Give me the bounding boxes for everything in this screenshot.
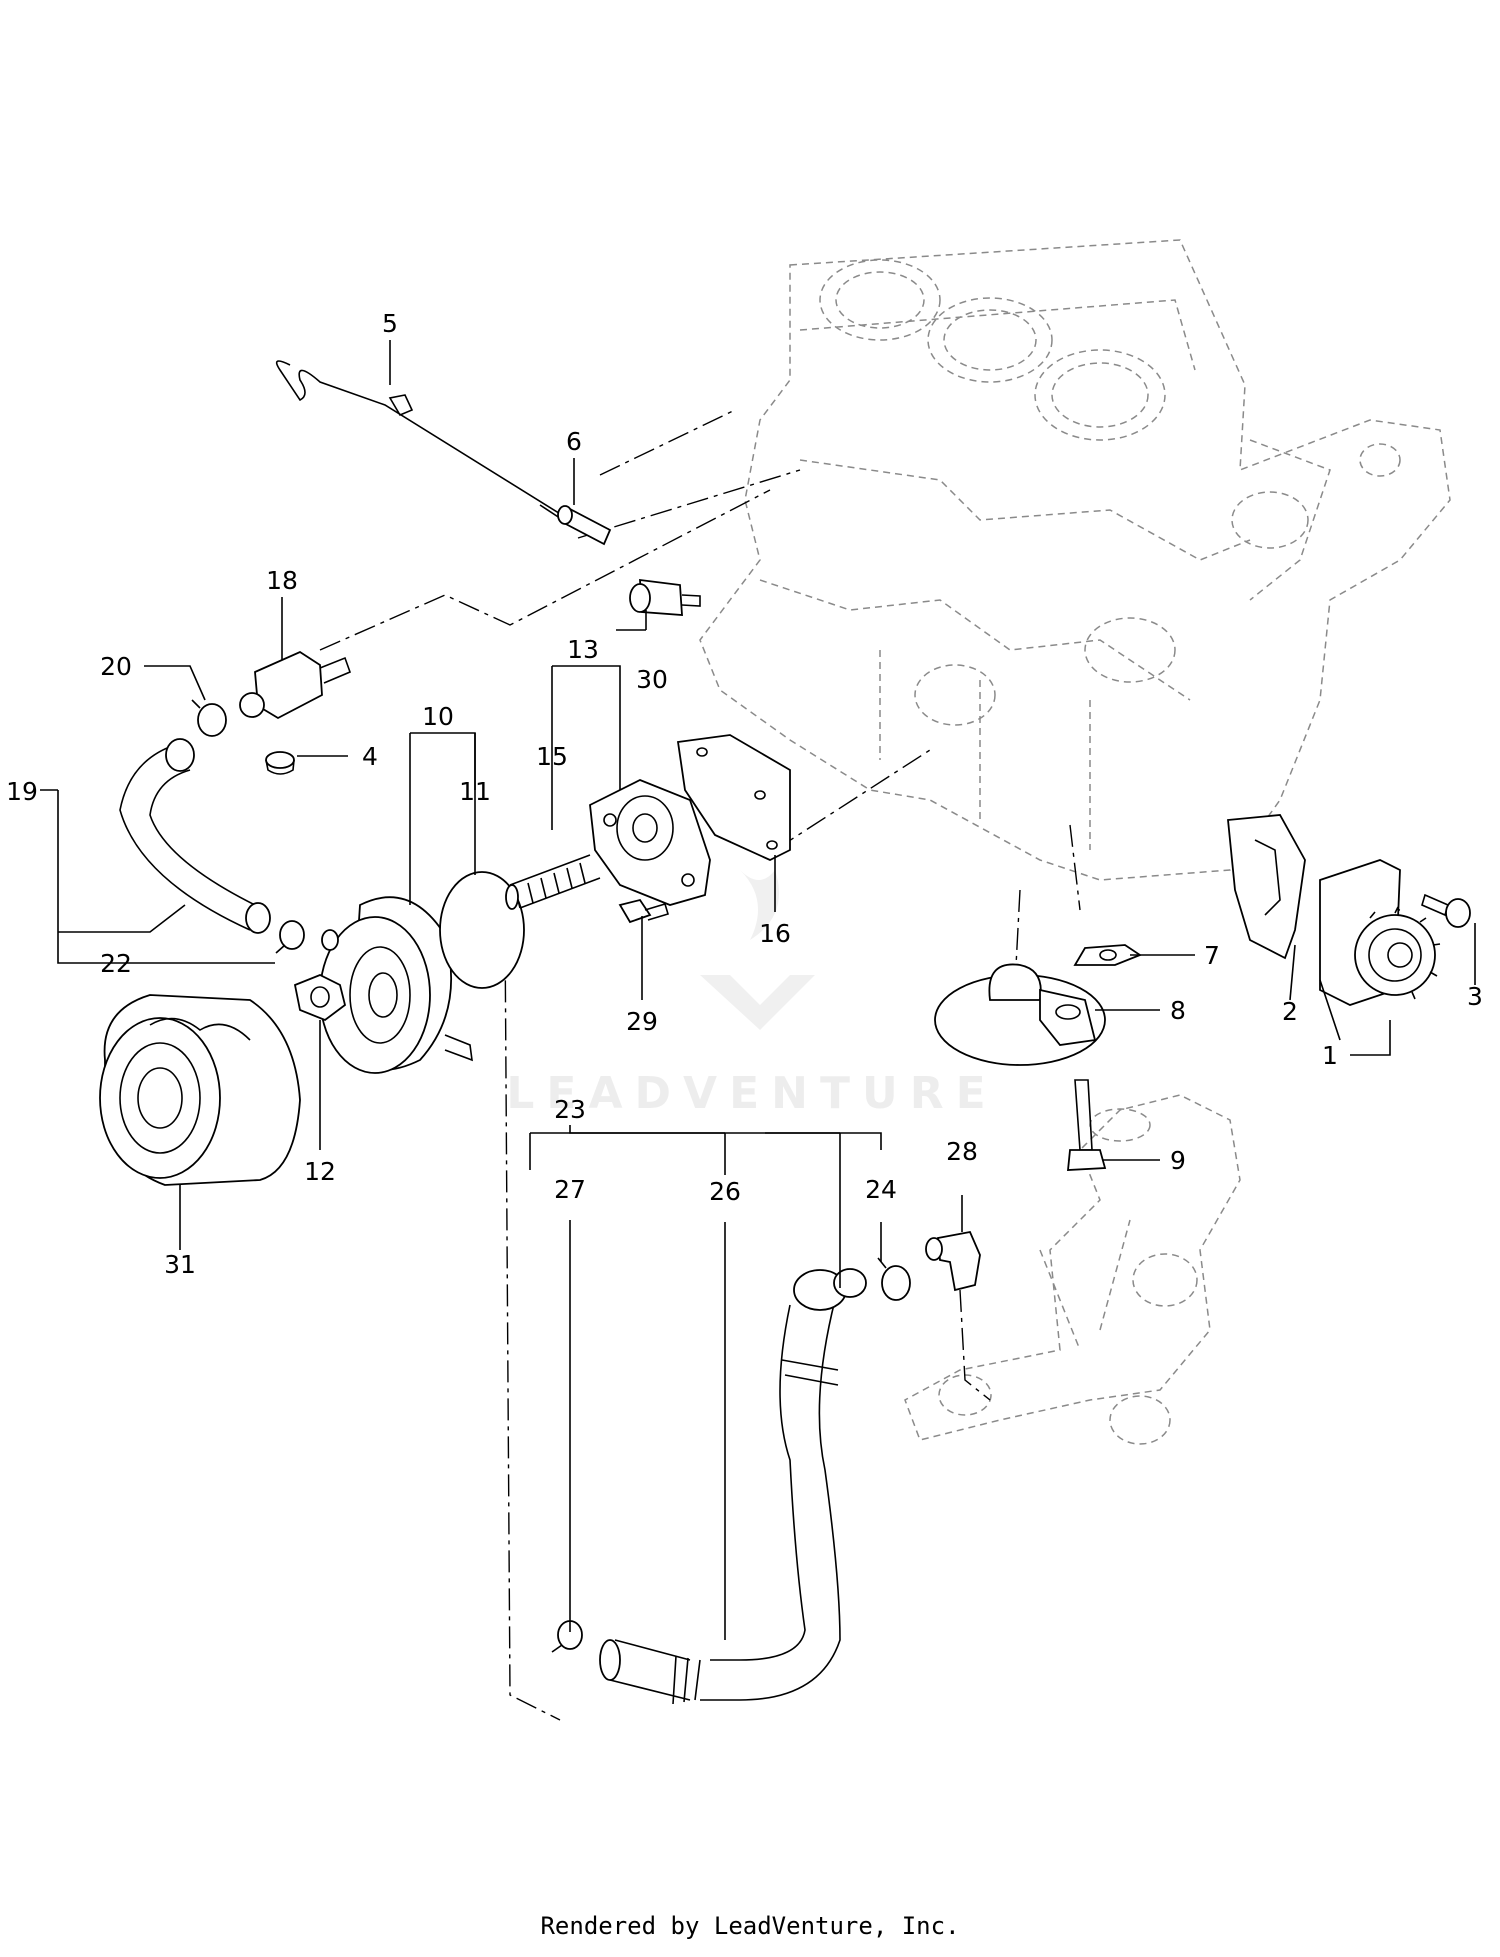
callout-27: 27: [554, 1175, 586, 1204]
callout-26: 26: [709, 1177, 741, 1206]
leadventure-watermark: LEADVENTURE: [506, 870, 997, 1119]
callout-12: 12: [304, 1157, 336, 1186]
nut-part-12: [293, 974, 347, 1022]
callout-1: 1: [1322, 1041, 1338, 1070]
bolt-part-29: [618, 898, 669, 924]
oil-pump-part-1: [1319, 859, 1441, 1006]
engine-block-ghost: [699, 239, 1451, 881]
callout-5: 5: [382, 309, 398, 338]
callout-22: 22: [100, 949, 132, 978]
relief-spring-part-15: [505, 854, 601, 910]
callout-4: 4: [362, 742, 378, 771]
callout-10: 10: [422, 702, 454, 731]
callout-30: 30: [636, 665, 668, 694]
callout-28: 28: [946, 1137, 978, 1166]
callout-29: 29: [626, 1007, 658, 1036]
oil-strainer-part-8: [934, 963, 1106, 1066]
callout-19: 19: [6, 777, 38, 806]
plug-part-4: [265, 751, 295, 775]
callout-2: 2: [1282, 997, 1298, 1026]
bolt-part-9: [1066, 1079, 1107, 1171]
gasket-part-7: [1073, 944, 1142, 966]
dipstick-sleeve-part-6: [557, 505, 612, 546]
callout-7: 7: [1204, 941, 1220, 970]
callout-9: 9: [1170, 1146, 1186, 1175]
callout-11: 11: [459, 777, 491, 806]
gasket-part-2: [1227, 814, 1306, 960]
fitting-block-part-18: [239, 650, 352, 720]
callout-16: 16: [759, 919, 791, 948]
callout-labels: 5 6 18 20 19 22 4 10 11 13 15 30 16 29 7…: [6, 309, 1483, 1279]
callout-6: 6: [566, 427, 582, 456]
gasket-part-16: [676, 734, 791, 861]
oil-pressure-switch-part-30: [629, 578, 701, 616]
callout-31: 31: [164, 1250, 196, 1279]
callout-13: 13: [567, 635, 599, 664]
dipstick-part-5: [275, 360, 576, 529]
filter-bracket-part-13: [589, 779, 711, 906]
oil-hose-lower: [599, 1268, 867, 1705]
callout-18: 18: [266, 566, 298, 595]
bolt-part-3: [1421, 893, 1471, 928]
hose-clamp-part-20: [191, 699, 227, 737]
oil-hose-upper: [119, 738, 271, 934]
callout-3: 3: [1467, 982, 1483, 1011]
hose-clamp-part-27: [551, 1620, 583, 1653]
callout-15: 15: [536, 742, 568, 771]
hose-clamp-part-22: [275, 920, 305, 954]
o-ring-part-11: [439, 871, 525, 989]
callout-8: 8: [1170, 996, 1186, 1025]
watermark-text: LEADVENTURE: [506, 1068, 997, 1119]
rendered-by-footer: Rendered by LeadVenture, Inc.: [540, 1912, 960, 1940]
callout-23: 23: [554, 1095, 586, 1124]
oil-filter-part-31: [99, 994, 301, 1186]
callout-24: 24: [865, 1175, 897, 1204]
oil-cooler-part-10: [319, 896, 473, 1074]
hose-clamp-part-24: [877, 1257, 911, 1301]
elbow-fitting-part-28: [925, 1230, 981, 1292]
callout-20: 20: [100, 652, 132, 681]
leader-lines: [40, 340, 1476, 1640]
assembly-alignment-lines: [319, 409, 1401, 1721]
